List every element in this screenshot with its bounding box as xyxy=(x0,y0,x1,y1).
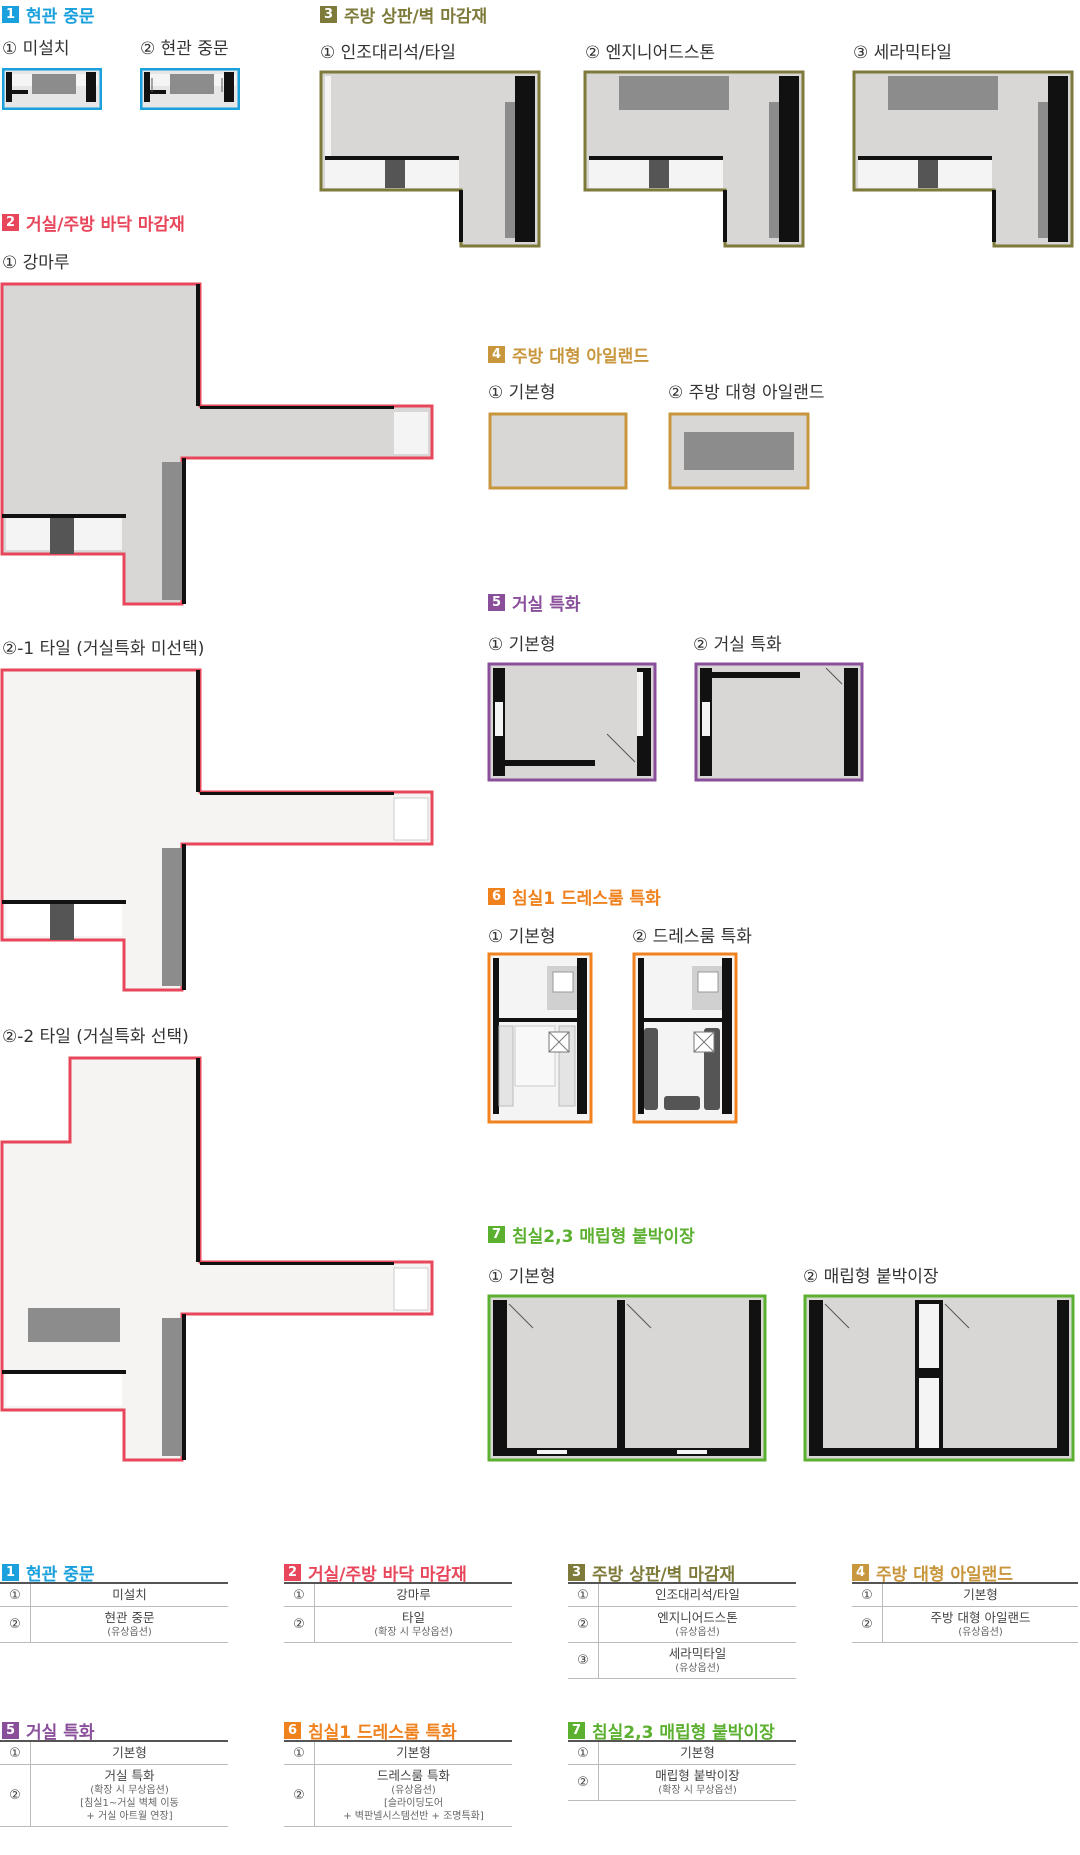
s2-option-3-label: ②-2 타일 (거실특화 선택) xyxy=(2,1027,189,1047)
s3-option-3-label: ③ 세라믹타일 xyxy=(853,43,952,63)
s3-option-2-plan[interactable] xyxy=(583,70,805,248)
section-4-badge: 4 xyxy=(488,346,505,363)
table-1-badge: 1 xyxy=(2,1564,19,1581)
s1-option-1-plan[interactable] xyxy=(2,68,102,110)
section-1-title-text: 현관 중문 xyxy=(26,7,95,27)
table-5-title: 5 거실 특화 xyxy=(2,1718,94,1743)
table-7-title: 7 침실2,3 매립형 붙박이장 xyxy=(568,1718,775,1743)
table-2-title-text: 거실/주방 바닥 마감재 xyxy=(308,1565,467,1585)
section-6-title-text: 침실1 드레스룸 특화 xyxy=(512,889,661,909)
section-3-title-text: 주방 상판/벽 마감재 xyxy=(344,7,488,27)
table-6-badge: 6 xyxy=(284,1722,301,1739)
section-3-title: 3 주방 상판/벽 마감재 xyxy=(320,2,487,27)
table-1-title: 1 현관 중문 xyxy=(2,1560,94,1585)
section-1-badge: 1 xyxy=(2,6,19,23)
s6-option-1-label: ① 기본형 xyxy=(488,927,556,947)
section-4-title-text: 주방 대형 아일랜드 xyxy=(512,347,649,367)
table-3-title-text: 주방 상판/벽 마감재 xyxy=(592,1565,736,1585)
table-3-badge: 3 xyxy=(568,1564,585,1581)
s2-option-2-plan[interactable] xyxy=(0,668,436,994)
section-7-title-text: 침실2,3 매립형 붙박이장 xyxy=(512,1227,695,1247)
section-4-title: 4 주방 대형 아일랜드 xyxy=(488,342,649,367)
s5-option-2-label: ② 거실 특화 xyxy=(693,635,782,655)
section-6-title: 6 침실1 드레스룸 특화 xyxy=(488,884,661,909)
s5-option-2-plan[interactable] xyxy=(694,662,864,782)
s6-option-2-label: ② 드레스룸 특화 xyxy=(632,927,752,947)
table-4-title-text: 주방 대형 아일랜드 xyxy=(876,1565,1013,1585)
s7-option-2-label: ② 매립형 붙박이장 xyxy=(803,1267,939,1287)
s3-option-3-plan[interactable] xyxy=(852,70,1074,248)
s2-option-1-label: ① 강마루 xyxy=(2,253,70,273)
s6-option-2-plan[interactable] xyxy=(632,952,738,1124)
section-2-title: 2 거실/주방 바닥 마감재 xyxy=(2,210,185,235)
s5-option-1-label: ① 기본형 xyxy=(488,635,556,655)
s7-option-1-label: ① 기본형 xyxy=(488,1267,556,1287)
table-5-badge: 5 xyxy=(2,1722,19,1739)
s1-option-1-label: ① 미설치 xyxy=(2,39,70,59)
table-7-title-text: 침실2,3 매립형 붙박이장 xyxy=(592,1723,775,1743)
table-5-title-text: 거실 특화 xyxy=(26,1723,95,1743)
table-6-title: 6 침실1 드레스룸 특화 xyxy=(284,1718,457,1743)
table-1-title-text: 현관 중문 xyxy=(26,1565,95,1585)
section-2-badge: 2 xyxy=(2,214,19,231)
s7-option-1-plan[interactable] xyxy=(487,1294,767,1462)
s2-option-3-plan[interactable] xyxy=(0,1056,436,1464)
section-3-badge: 3 xyxy=(320,6,337,23)
s6-option-1-plan[interactable] xyxy=(487,952,593,1124)
s4-option-2-plan[interactable] xyxy=(668,412,810,490)
s1-option-2-plan[interactable] xyxy=(140,68,240,110)
table-6-title-text: 침실1 드레스룸 특화 xyxy=(308,1723,457,1743)
s2-option-1-plan[interactable] xyxy=(0,282,436,608)
table-7-badge: 7 xyxy=(568,1722,585,1739)
table-4-badge: 4 xyxy=(852,1564,869,1581)
s3-option-1-plan[interactable] xyxy=(319,70,541,248)
section-5-title: 5 거실 특화 xyxy=(488,590,580,615)
table-2-title: 2 거실/주방 바닥 마감재 xyxy=(284,1560,467,1585)
s3-option-1-label: ① 인조대리석/타일 xyxy=(320,43,456,63)
section-5-badge: 5 xyxy=(488,594,505,611)
s1-option-2-label: ② 현관 중문 xyxy=(140,39,229,59)
table-4-title: 4 주방 대형 아일랜드 xyxy=(852,1560,1013,1585)
s3-option-2-label: ② 엔지니어드스톤 xyxy=(585,43,716,63)
table-2-badge: 2 xyxy=(284,1564,301,1581)
section-2-title-text: 거실/주방 바닥 마감재 xyxy=(26,215,185,235)
section-6-badge: 6 xyxy=(488,888,505,905)
table-3-title: 3 주방 상판/벽 마감재 xyxy=(568,1560,735,1585)
s4-option-1-label: ① 기본형 xyxy=(488,383,556,403)
section-1-title: 1 현관 중문 xyxy=(2,2,94,27)
s7-option-2-plan[interactable] xyxy=(803,1294,1075,1462)
s4-option-2-label: ② 주방 대형 아일랜드 xyxy=(668,383,825,403)
s5-option-1-plan[interactable] xyxy=(487,662,657,782)
s2-option-2-label: ②-1 타일 (거실특화 미선택) xyxy=(2,639,205,659)
section-7-badge: 7 xyxy=(488,1226,505,1243)
section-7-title: 7 침실2,3 매립형 붙박이장 xyxy=(488,1222,695,1247)
s4-option-1-plan[interactable] xyxy=(488,412,628,490)
section-5-title-text: 거실 특화 xyxy=(512,595,581,615)
